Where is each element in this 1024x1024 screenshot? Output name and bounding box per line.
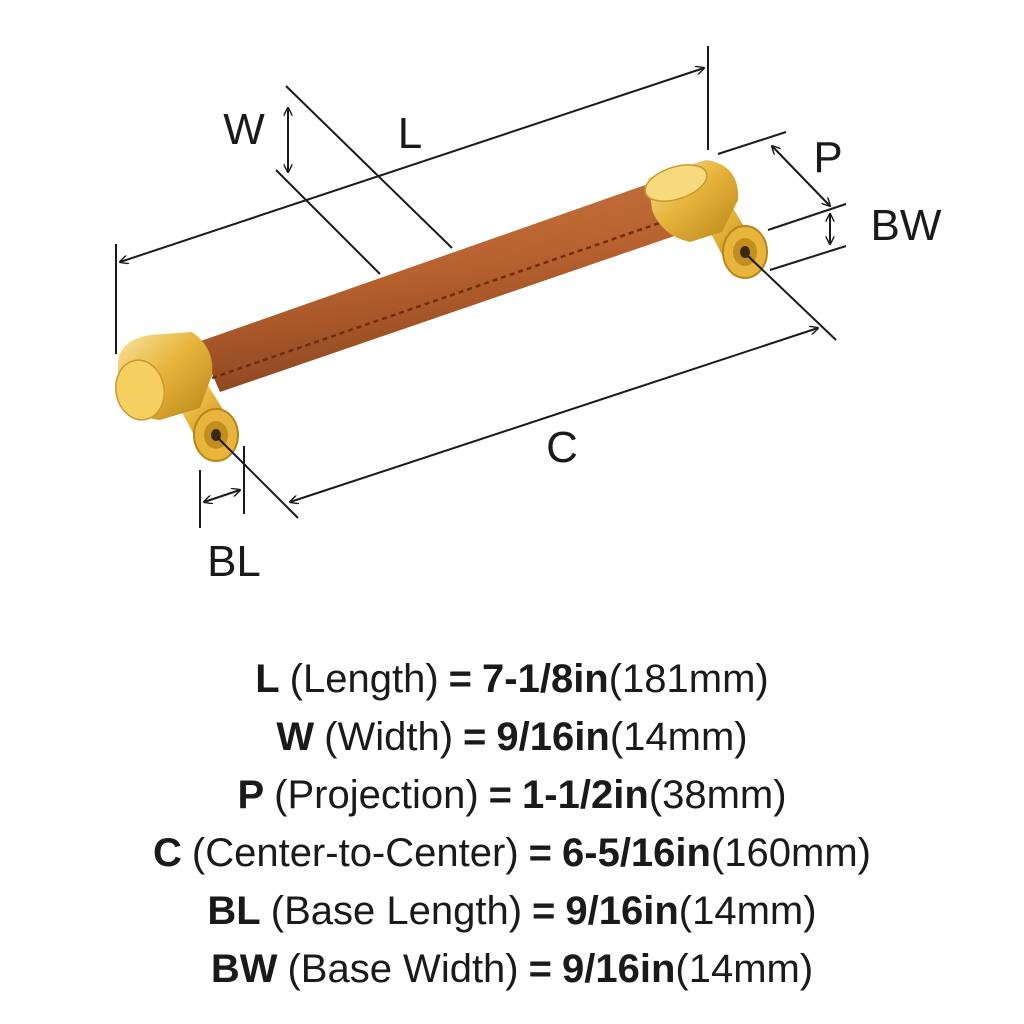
label-bl: BL bbox=[207, 537, 261, 586]
spec-projection: P(Projection)=1-1/2in(38mm) bbox=[0, 766, 1024, 824]
spec-metric: (14mm) bbox=[609, 715, 748, 759]
p-extension-top bbox=[717, 131, 787, 155]
spec-code: L bbox=[255, 657, 280, 701]
label-bw: BW bbox=[871, 201, 942, 250]
spec-imperial: 1-1/2in bbox=[522, 773, 649, 817]
dimension-lines bbox=[115, 46, 847, 528]
bl-dimension-arrow bbox=[204, 490, 240, 502]
spec-equals: = bbox=[488, 773, 513, 817]
spec-metric: (160mm) bbox=[710, 831, 871, 875]
spec-metric: (38mm) bbox=[648, 773, 787, 817]
label-w: W bbox=[223, 105, 265, 154]
spec-code: C bbox=[152, 831, 182, 875]
spec-metric: (14mm) bbox=[675, 947, 814, 991]
bw-extension-top bbox=[767, 203, 847, 231]
w-extension-top bbox=[285, 85, 453, 249]
spec-name: (Length) bbox=[289, 657, 439, 701]
leather-bar bbox=[198, 183, 686, 392]
spec-imperial: 9/16in bbox=[496, 715, 610, 759]
spec-name: (Projection) bbox=[274, 773, 479, 817]
spec-code: W bbox=[276, 715, 315, 759]
spec-base-length: BL(Base Length)=9/16in(14mm) bbox=[0, 882, 1024, 940]
spec-metric: (14mm) bbox=[678, 889, 817, 933]
spec-equals: = bbox=[448, 657, 473, 701]
dimension-specs: L(Length)=7-1/8in(181mm) W(Width)=9/16in… bbox=[0, 650, 1024, 998]
spec-name: (Base Length) bbox=[270, 889, 523, 933]
handle-dimension-diagram: W L P BW C BL bbox=[115, 46, 942, 586]
spec-code: P bbox=[237, 773, 265, 817]
spec-equals: = bbox=[528, 947, 552, 991]
spec-equals: = bbox=[532, 889, 556, 933]
c-dimension-arrow bbox=[290, 328, 818, 502]
label-l: L bbox=[398, 109, 422, 158]
handle-illustration bbox=[115, 160, 768, 462]
p-dimension-arrow bbox=[772, 146, 830, 206]
spec-imperial: 9/16in bbox=[561, 947, 676, 991]
c-extension-right bbox=[747, 255, 837, 341]
spec-center-to-center: C(Center-to-Center)=6-5/16in(160mm) bbox=[0, 824, 1024, 882]
c-extension-left bbox=[217, 437, 299, 519]
spec-metric: (181mm) bbox=[608, 657, 769, 701]
spec-length: L(Length)=7-1/8in(181mm) bbox=[0, 650, 1024, 708]
spec-code: BL bbox=[207, 889, 261, 933]
spec-base-width: BW(Base Width)=9/16in(14mm) bbox=[0, 940, 1024, 998]
spec-name: (Base Width) bbox=[287, 947, 519, 991]
label-p: P bbox=[813, 133, 842, 182]
spec-imperial: 9/16in bbox=[565, 889, 679, 933]
left-end-cap bbox=[115, 332, 213, 421]
bw-extension-bottom bbox=[769, 245, 847, 271]
spec-width: W(Width)=9/16in(14mm) bbox=[0, 708, 1024, 766]
spec-equals: = bbox=[463, 715, 487, 759]
l-dimension-arrow bbox=[120, 68, 704, 262]
spec-equals: = bbox=[528, 831, 552, 875]
spec-code: BW bbox=[210, 947, 278, 991]
spec-imperial: 6-5/16in bbox=[562, 831, 711, 875]
w-extension-bottom bbox=[275, 169, 381, 275]
spec-name: (Width) bbox=[324, 715, 454, 759]
label-c: C bbox=[546, 423, 578, 472]
spec-name: (Center-to-Center) bbox=[191, 831, 519, 875]
spec-imperial: 7-1/8in bbox=[482, 657, 609, 701]
stitching bbox=[211, 216, 675, 380]
